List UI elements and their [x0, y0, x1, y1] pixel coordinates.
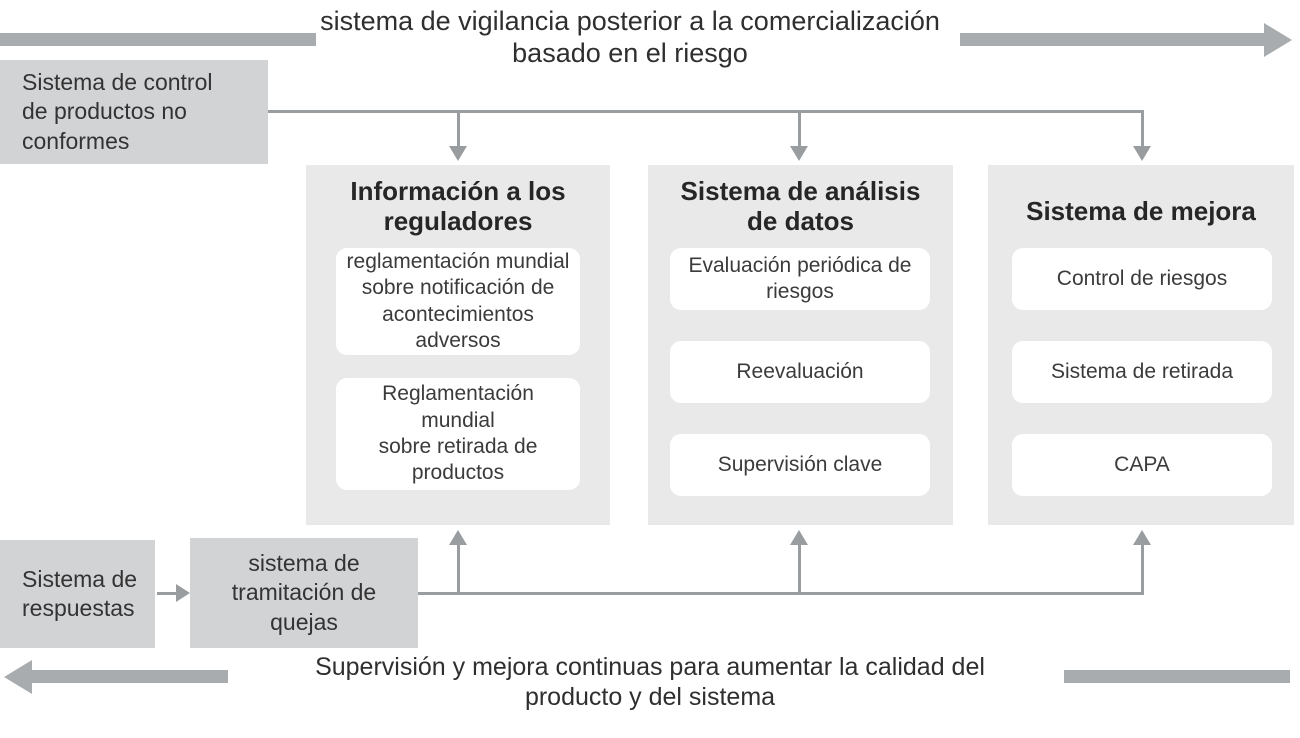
top-banner-left-bar — [0, 33, 316, 46]
card-improvement-2[interactable]: Sistema de retirada — [1012, 341, 1272, 403]
bottom-banner-arrow-icon — [4, 660, 32, 694]
box-response-system[interactable]: Sistema de respuestas — [0, 540, 155, 648]
box-nonconforming-product-control[interactable]: Sistema de control de productos no confo… — [0, 60, 268, 164]
top-connector-branch-3 — [1141, 110, 1144, 148]
bottom-banner-left-bar — [31, 670, 228, 683]
column-panel-improvement: Sistema de mejora Control de riesgos Sis… — [988, 165, 1294, 525]
box-complaint-handling-system[interactable]: sistema de tramitación de quejas — [190, 538, 418, 648]
arrow-up-icon-col2 — [790, 530, 808, 545]
top-banner-right-bar — [960, 33, 1265, 46]
arrow-down-icon-col3 — [1133, 146, 1151, 161]
bottom-banner-right-bar — [1064, 670, 1290, 683]
card-improvement-3[interactable]: CAPA — [1012, 434, 1272, 496]
column-panel-data-analysis: Sistema de análisis de datos Evaluación … — [648, 165, 953, 525]
column-panel-regulators: Información a los reguladores reglamenta… — [306, 165, 610, 525]
top-banner-caption: sistema de vigilancia posterior a la com… — [320, 6, 940, 68]
top-banner-arrow-icon — [1264, 23, 1292, 57]
card-regulators-2[interactable]: Reglamentación mundial sobre retirada de… — [336, 378, 580, 490]
top-connector-branch-1 — [457, 110, 460, 148]
column-title-improvement: Sistema de mejora — [1026, 196, 1256, 226]
arrow-up-icon-col1 — [449, 530, 467, 545]
card-regulators-1[interactable]: reglamentación mundial sobre notificació… — [336, 248, 580, 355]
response-to-complaints-line — [157, 592, 179, 595]
arrow-right-icon-response — [176, 584, 190, 602]
top-connector-branch-2 — [798, 110, 801, 148]
arrow-down-icon-col1 — [449, 146, 467, 161]
card-data-analysis-2[interactable]: Reevaluación — [670, 341, 930, 403]
bottom-connector-branch-1 — [457, 545, 460, 593]
column-title-data-analysis: Sistema de análisis de datos — [680, 176, 921, 236]
arrow-up-icon-col3 — [1133, 530, 1151, 545]
bottom-connector-branch-2 — [798, 545, 801, 593]
bottom-connector-branch-3 — [1141, 545, 1144, 593]
column-title-regulators: Información a los reguladores — [350, 176, 566, 236]
arrow-down-icon-col2 — [790, 146, 808, 161]
card-improvement-1[interactable]: Control de riesgos — [1012, 248, 1272, 310]
bottom-connector-horizontal — [418, 592, 1144, 595]
card-data-analysis-3[interactable]: Supervisión clave — [670, 434, 930, 496]
card-data-analysis-1[interactable]: Evaluación periódica de riesgos — [670, 248, 930, 310]
bottom-banner-caption: Supervisión y mejora continuas para aume… — [315, 653, 985, 711]
top-connector-horizontal — [268, 110, 1144, 113]
